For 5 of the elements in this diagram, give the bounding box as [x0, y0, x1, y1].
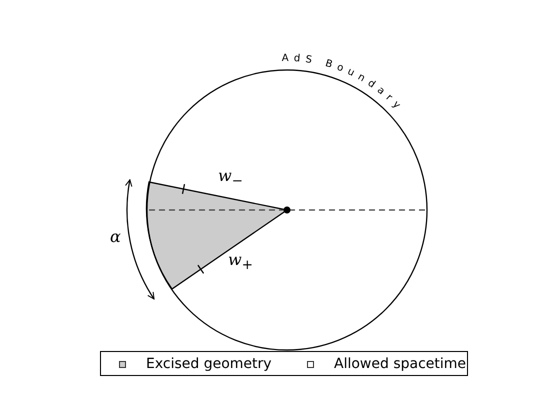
edge-length-label: w$_{+}$	[228, 252, 253, 273]
legend-label: Excised geometry	[146, 356, 272, 372]
legend-label: Allowed spacetime	[334, 356, 466, 372]
angle-label: α	[110, 229, 121, 245]
edge-length-label: w$_{−}$	[218, 168, 243, 189]
